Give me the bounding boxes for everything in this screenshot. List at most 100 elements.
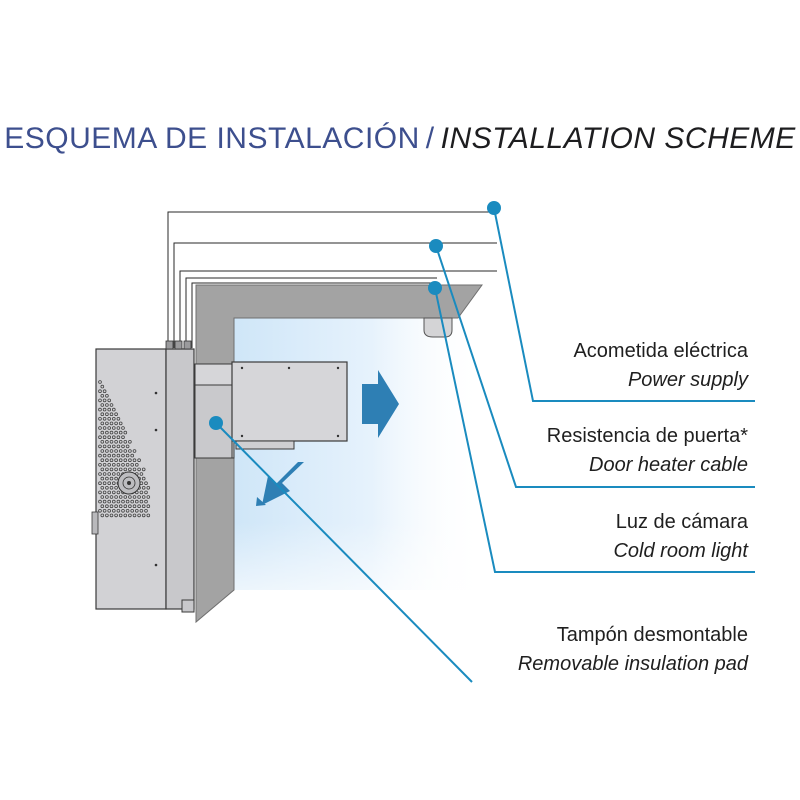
vent-hole (118, 439, 123, 444)
vent-hole (125, 499, 130, 504)
vent-hole (105, 421, 109, 426)
vent-hole (128, 504, 132, 509)
vent-hole (121, 453, 125, 458)
vent-hole (100, 504, 105, 509)
vent-hole (116, 453, 121, 458)
vent-hole (137, 513, 141, 518)
vent-hole (116, 462, 121, 467)
vent-hole (135, 499, 139, 504)
vent-hole (102, 472, 107, 476)
vent-hole (112, 435, 116, 440)
vent-hole (132, 467, 137, 472)
vent-hole (102, 499, 107, 504)
vent-hole (112, 481, 116, 486)
cold-room-light-fixture (423, 317, 453, 338)
vent-hole (100, 458, 105, 463)
vent-hole (141, 513, 146, 518)
vent-hole (146, 485, 151, 490)
vent-hole (114, 421, 118, 426)
vent-hole (109, 513, 114, 518)
callout-label-es: Tampón desmontable (556, 624, 748, 646)
vent-hole (116, 444, 121, 449)
vent-hole (105, 403, 109, 407)
vent-hole (141, 504, 146, 509)
vent-hole (105, 412, 109, 417)
page-title: ESQUEMA DE INSTALACIÓN/INSTALLATION SCHE… (0, 122, 800, 156)
callout-label-en: Door heater cable (589, 454, 748, 476)
callout-insulation-pad: Tampón desmontable Removable insulation … (518, 621, 748, 679)
vent-hole (109, 412, 114, 417)
vent-hole (105, 476, 109, 481)
vent-hole (100, 393, 105, 398)
vent-hole (107, 462, 111, 467)
vent-hole (139, 508, 144, 513)
vent-hole (128, 467, 132, 472)
vent-hole (107, 435, 111, 440)
vent-hole (139, 499, 144, 504)
vent-hole (105, 439, 109, 444)
vent-hole (114, 513, 118, 518)
vent-holes (98, 380, 151, 518)
vent-hole (114, 504, 118, 509)
vent-hole (105, 467, 109, 472)
vent-hole (132, 458, 137, 463)
vent-hole (109, 485, 114, 490)
vent-hole (121, 426, 125, 430)
vent-hole (100, 430, 105, 435)
vent-hole (114, 449, 118, 453)
vent-hole (118, 467, 123, 472)
vent-hole (123, 467, 128, 472)
vent-hole (107, 490, 111, 495)
vent-hole (112, 426, 116, 430)
vent-hole (102, 462, 107, 467)
vent-hole (116, 416, 121, 421)
vent-hole (144, 499, 148, 504)
vent-hole (102, 508, 107, 513)
vent-hole (100, 485, 105, 490)
vent-hole (123, 458, 128, 463)
vent-hole (135, 508, 139, 513)
vent-hole (102, 426, 107, 430)
vent-hole (105, 513, 109, 518)
callout-cold-room-light: Luz de cámara Cold room light (613, 508, 748, 566)
vent-hole (98, 453, 102, 458)
vent-hole (116, 508, 121, 513)
vent-hole (118, 513, 123, 518)
callout-power-supply: Acometida eléctrica Power supply (573, 337, 748, 395)
vent-hole (102, 407, 107, 412)
vent-hole (107, 416, 111, 421)
title-spanish: ESQUEMA DE INSTALACIÓN (4, 122, 420, 155)
vent-hole (125, 453, 130, 458)
vent-hole (102, 389, 107, 394)
vent-hole (118, 458, 123, 463)
vent-hole (121, 499, 125, 504)
vent-hole (98, 416, 102, 421)
condensing-unit (91, 340, 195, 613)
vent-hole (123, 439, 128, 444)
cold-room-wall (195, 284, 483, 624)
vent-hole (146, 495, 151, 499)
vent-hole (114, 430, 118, 435)
vent-hole (102, 416, 107, 421)
vent-hole (114, 412, 118, 417)
vent-hole (116, 472, 121, 476)
vent-hole (141, 495, 146, 499)
vent-hole (112, 462, 116, 467)
fan-icon (117, 471, 141, 495)
vent-hole (141, 467, 146, 472)
airflow-in-arrow (256, 462, 304, 506)
vent-hole (130, 499, 135, 504)
callout-label-en: Power supply (627, 369, 748, 391)
vent-hole (123, 449, 128, 453)
callout-leaders (215, 207, 755, 683)
vent-hole (118, 421, 123, 426)
vent-hole (112, 490, 116, 495)
insulation-pad-marker (209, 416, 223, 430)
vent-hole (107, 499, 111, 504)
vent-hole (137, 458, 141, 463)
vent-hole (107, 481, 111, 486)
vent-hole (109, 504, 114, 509)
vent-hole (102, 481, 107, 486)
vent-hole (112, 508, 116, 513)
vent-hole (100, 412, 105, 417)
